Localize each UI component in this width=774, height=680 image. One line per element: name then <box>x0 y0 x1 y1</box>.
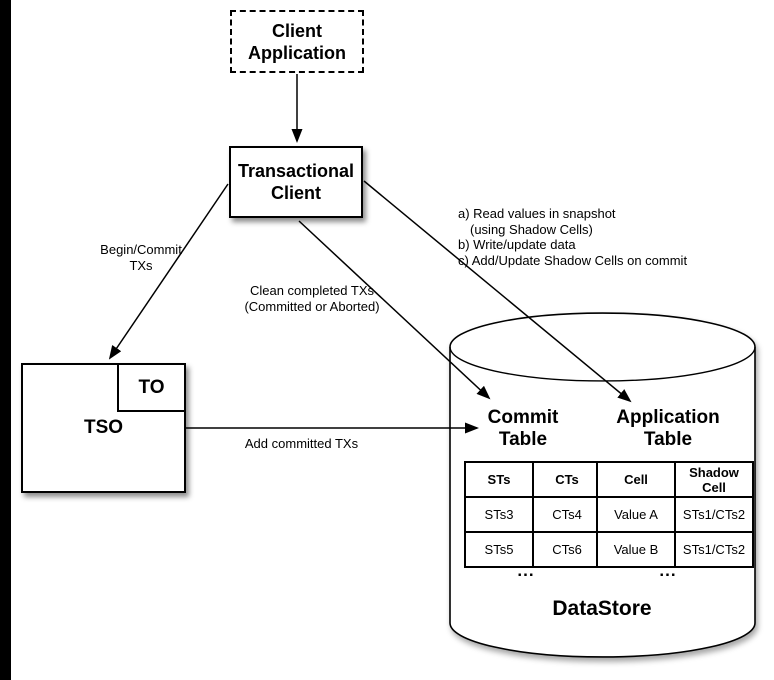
commit-table-row-2: STs5 CTs6 <box>464 531 602 568</box>
client-ops-line-a: a) Read values in snapshot <box>458 206 616 221</box>
tso-label: TSO <box>83 417 124 438</box>
application-table: Cell Shadow Cell Value A STs1/CTs2 Value… <box>596 461 754 568</box>
application-table-row-2: Value B STs1/CTs2 <box>596 531 754 568</box>
commit-table-row-1: STs3 CTs4 <box>464 496 602 533</box>
commit-table-header-sts: STs <box>464 461 534 498</box>
application-table-title: Application Table <box>598 407 738 451</box>
application-table-cell: STs1/CTs2 <box>674 496 754 533</box>
commit-table-header-cts: CTs <box>532 461 602 498</box>
client-application-node: Client Application <box>230 10 364 73</box>
commit-table-title-line1: Commit <box>487 407 559 428</box>
commit-table-title: Commit Table <box>453 407 593 451</box>
commit-table-cell: CTs6 <box>532 531 602 568</box>
to-label: TO <box>138 376 165 398</box>
application-table-header-row: Cell Shadow Cell <box>596 461 754 498</box>
application-table-cell: Value B <box>596 531 676 568</box>
application-table-ellipsis: ... <box>659 561 677 580</box>
application-table-title-line2: Table <box>643 429 693 450</box>
edge-transclient-to-commit-table <box>298 220 491 400</box>
application-table-cell: STs1/CTs2 <box>674 531 754 568</box>
client-ops-line-b: b) Write/update data <box>458 237 576 252</box>
add-committed-txs-label: Add committed TXs <box>244 436 359 451</box>
commit-table-header-row: STs CTs <box>464 461 602 498</box>
begin-commit-txs-line1: Begin/Commit <box>100 242 182 257</box>
commit-table-title-line2: Table <box>498 429 548 450</box>
application-table-cell: Value A <box>596 496 676 533</box>
begin-commit-txs-label: Begin/Commit TXs <box>91 242 191 274</box>
client-ops-line-a2: (using Shadow Cells) <box>470 221 593 237</box>
transactional-client-node: Transactional Client <box>229 146 363 218</box>
commit-table-cell: STs5 <box>464 531 534 568</box>
client-operations-label: a) Read values in snapshot (using Shadow… <box>458 206 758 268</box>
begin-commit-txs-line2: TXs <box>129 258 153 273</box>
client-application-label-line1: Client <box>271 20 322 41</box>
clean-completed-line2: (Committed or Aborted) <box>244 299 380 314</box>
edge-transclient-to-tso <box>108 183 229 360</box>
application-table-header-cell: Cell <box>596 461 676 498</box>
edge-transclient-to-application-table <box>363 180 632 403</box>
client-ops-line-c: c) Add/Update Shadow Cells on commit <box>458 252 688 268</box>
commit-table: STs CTs STs3 CTs4 STs5 CTs6 <box>464 461 602 568</box>
tso-node: TSO TO <box>21 363 186 493</box>
cylinder-top-rim <box>449 346 756 382</box>
application-table-title-line1: Application <box>616 407 720 428</box>
clean-completed-line1: Clean completed TXs <box>249 283 375 298</box>
left-black-bar <box>0 0 11 680</box>
commit-table-ellipsis: ... <box>517 561 535 580</box>
commit-table-cell: CTs4 <box>532 496 602 533</box>
application-table-row-1: Value A STs1/CTs2 <box>596 496 754 533</box>
transactional-client-label-line1: Transactional <box>237 161 355 181</box>
clean-completed-txs-label: Clean completed TXs (Committed or Aborte… <box>234 283 390 315</box>
application-table-header-shadow-cell: Shadow Cell <box>674 461 754 498</box>
transactional-client-label-line2: Client <box>270 183 321 203</box>
datastore-label: DataStore <box>552 597 652 620</box>
commit-table-cell: STs3 <box>464 496 534 533</box>
to-node: TO <box>117 363 186 412</box>
client-application-label-line2: Application <box>248 42 346 63</box>
